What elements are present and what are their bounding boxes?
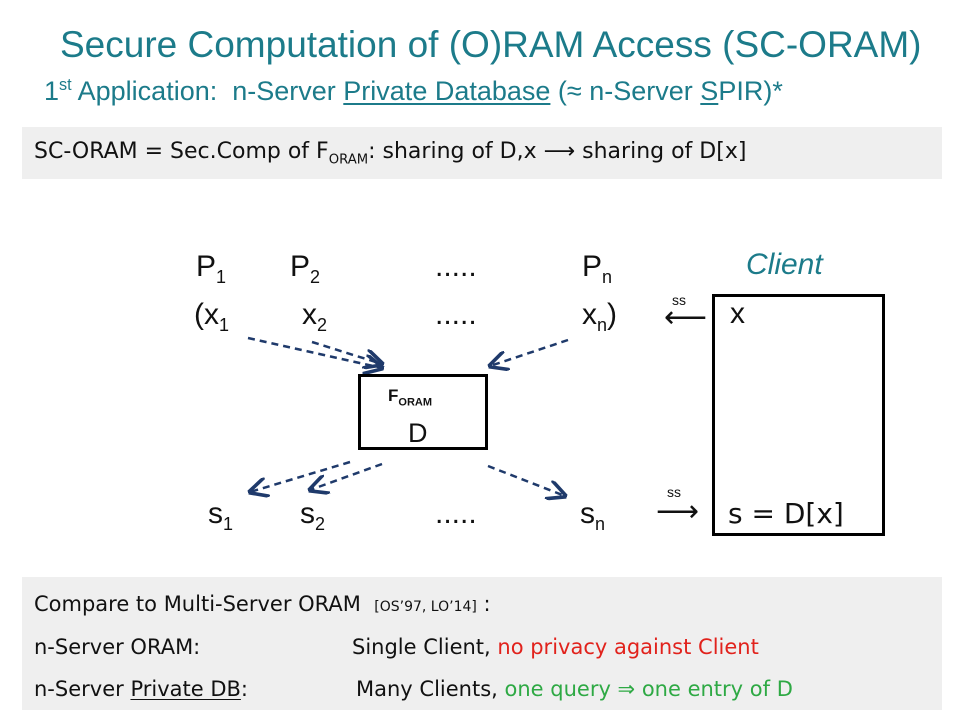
- party-1-base: P: [196, 250, 217, 283]
- row-2-desc: Many Clients,: [356, 677, 505, 701]
- comparison-row-1-label: n-Server ORAM:: [34, 635, 200, 659]
- subtitle-paren: (: [550, 76, 567, 106]
- input-2-sub: 2: [317, 315, 328, 335]
- arrow-func-to-sn: [487, 464, 565, 496]
- comparison-heading: Compare to Multi-Server ORAM [OS’97, LO’…: [34, 592, 491, 616]
- party-1-sub: 1: [216, 267, 227, 287]
- definition-box: [22, 127, 942, 179]
- arrow-x1-to-func: [247, 336, 382, 368]
- subtitle-app: Application:: [71, 76, 218, 106]
- output-n: sn: [580, 497, 605, 535]
- party-n: Pn: [582, 250, 612, 288]
- comparison-row-2-desc: Many Clients, one query ⇒ one entry of D: [356, 677, 793, 701]
- subtitle-private-database: Private Database: [343, 76, 551, 106]
- client-box: [712, 294, 885, 536]
- row-2-label-ul: Private DB: [130, 677, 241, 701]
- subtitle-approx: ≈: [566, 76, 582, 106]
- subtitle-pir: PIR)*: [718, 76, 783, 106]
- output-2: s2: [300, 497, 325, 535]
- client-label: Client: [746, 248, 823, 281]
- arrow-func-to-s2: [310, 462, 383, 490]
- party-dots-text: .....: [435, 250, 477, 283]
- function-box: [358, 374, 488, 450]
- in-arrow-label: ss: [672, 292, 686, 308]
- output-2-base: s: [300, 497, 315, 530]
- subtitle-lead: n-Server: [232, 76, 344, 106]
- subtitle-n-server: n-Server: [581, 76, 701, 106]
- subtitle-s-letter: S: [700, 76, 719, 106]
- subtitle: 1st Application: n-Server Private Databa…: [44, 76, 783, 107]
- comparison-row-2-label: n-Server Private DB:: [34, 677, 248, 701]
- party-2: P2: [290, 250, 320, 288]
- in-arrow-icon: ⟵: [664, 300, 708, 335]
- party-n-base: P: [582, 250, 603, 283]
- row-2-label-post: :: [240, 677, 248, 701]
- subtitle-ordinal: 1: [44, 76, 60, 106]
- page-title: Secure Computation of (O)RAM Access (SC-…: [60, 24, 922, 65]
- output-dots: .....: [435, 497, 477, 531]
- input-1: (x1: [194, 298, 229, 336]
- party-n-sub: n: [602, 267, 613, 287]
- comparison-cite: [OS’97, LO’14]: [374, 599, 477, 615]
- arrow-func-to-s1: [250, 460, 351, 492]
- party-2-sub: 2: [310, 267, 321, 287]
- input-n-base: x: [582, 298, 597, 331]
- output-n-base: s: [580, 497, 595, 530]
- row-2-label-pre: n-Server: [34, 677, 131, 701]
- input-2: x2: [302, 298, 327, 336]
- comparison-heading-text: Compare to Multi-Server ORAM: [34, 592, 361, 616]
- output-2-sub: 2: [315, 514, 326, 534]
- row-1-highlight: no privacy against Client: [497, 635, 759, 659]
- definition-part-a: SC-ORAM = Sec.Comp of F: [34, 139, 329, 164]
- input-n-tail: ): [607, 298, 618, 331]
- arrow-x2-to-func: [311, 340, 382, 364]
- input-n-sub: n: [597, 315, 608, 335]
- definition-text: SC-ORAM = Sec.Comp of FORAM: sharing of …: [34, 139, 746, 167]
- party-2-base: P: [290, 250, 311, 283]
- row-1-desc: Single Client,: [352, 635, 498, 659]
- party-dots: .....: [435, 250, 477, 284]
- subtitle-ordinal-sup: st: [59, 76, 72, 94]
- input-dots-text: .....: [435, 298, 477, 331]
- comparison-box: [22, 577, 942, 710]
- output-dots-text: .....: [435, 497, 477, 530]
- output-1-base: s: [208, 497, 223, 530]
- client-input: x: [730, 297, 745, 330]
- function-data: D: [408, 418, 428, 448]
- definition-sub: ORAM: [328, 152, 369, 168]
- function-sub: ORAM: [398, 396, 432, 409]
- input-2-base: x: [302, 298, 317, 331]
- arrow-xn-to-func: [490, 338, 569, 366]
- output-1: s1: [208, 497, 233, 535]
- row-2-highlight: one query ⇒ one entry of D: [504, 677, 793, 701]
- out-arrow-label: ss: [667, 484, 681, 500]
- comparison-colon: :: [476, 592, 491, 616]
- party-1: P1: [196, 250, 226, 288]
- function-label: FORAM: [388, 386, 432, 408]
- out-arrow-icon: ⟶: [656, 494, 700, 529]
- output-1-sub: 1: [223, 514, 234, 534]
- row-1-label-pre: n-Server ORAM:: [34, 635, 201, 659]
- client-output: s = D[x]: [728, 497, 844, 530]
- input-1-base: (x: [194, 298, 219, 331]
- input-n: xn): [582, 298, 617, 336]
- comparison-row-1-desc: Single Client, no privacy against Client: [352, 635, 759, 659]
- output-n-sub: n: [595, 514, 606, 534]
- input-dots: .....: [435, 298, 477, 332]
- function-name: F: [388, 386, 399, 405]
- input-1-sub: 1: [219, 315, 230, 335]
- definition-part-b: : sharing of D,x ⟶ sharing of D[x]: [368, 139, 747, 164]
